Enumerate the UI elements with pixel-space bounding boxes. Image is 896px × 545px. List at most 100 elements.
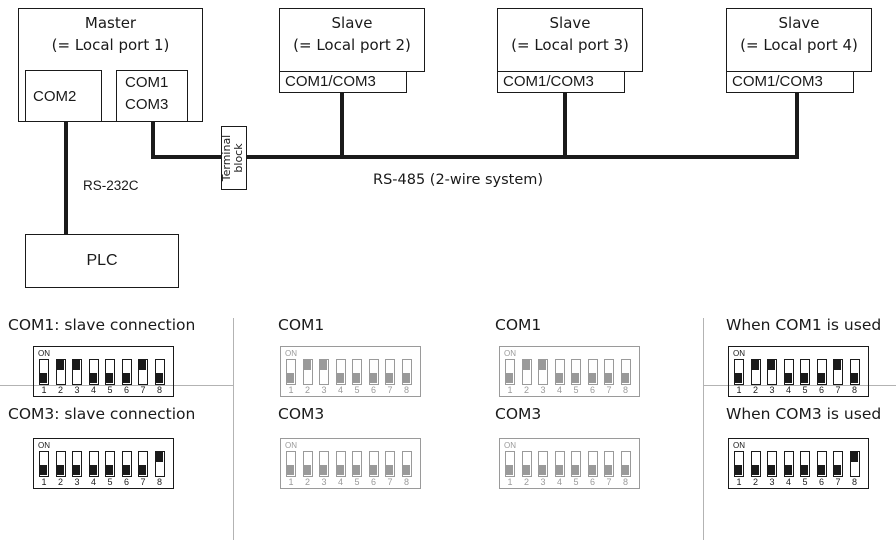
dip-switch-number: 7 bbox=[606, 385, 612, 395]
dip-switch-knob-down bbox=[139, 465, 147, 476]
dip-switch-number: 8 bbox=[622, 477, 628, 487]
dip-switch-8 bbox=[849, 359, 860, 385]
dip-switch-number: 1 bbox=[288, 385, 294, 395]
dip-switch-7 bbox=[833, 451, 843, 477]
dip-switch-knob-down bbox=[89, 465, 97, 476]
slave-3-port-label: COM1/COM3 bbox=[503, 73, 594, 90]
divider-horizontal-right bbox=[703, 385, 896, 386]
dip-switch-knob-down bbox=[40, 465, 48, 476]
dip-switch-knob-down bbox=[303, 465, 311, 476]
dip-switch-number: 8 bbox=[156, 385, 162, 395]
divider-horizontal-left bbox=[0, 385, 233, 386]
master-com1-com3-port bbox=[116, 70, 188, 122]
dip-switch-knob-down bbox=[40, 373, 48, 384]
dip-switch-knob-down bbox=[402, 465, 410, 476]
terminal-block-label: Terminal block bbox=[220, 126, 247, 190]
dip-switch-number: 2 bbox=[57, 477, 63, 487]
dip-on-label: ON bbox=[38, 349, 50, 358]
dip-on-label: ON bbox=[504, 441, 516, 450]
dip-switch-knob-down bbox=[73, 465, 81, 476]
dip-switch-knob-down bbox=[784, 465, 792, 476]
dip-switch-knob-down bbox=[572, 465, 580, 476]
dip-switch-number: 7 bbox=[835, 385, 841, 395]
dip-switch-2 bbox=[521, 359, 532, 385]
rs485-label: RS-485 (2-wire system) bbox=[373, 172, 544, 188]
dip-switch-2 bbox=[55, 451, 66, 477]
dip-switch-1 bbox=[734, 451, 744, 477]
dip-switch-number: 3 bbox=[540, 385, 546, 395]
slave-node-4 bbox=[726, 8, 872, 72]
dip-switch-6 bbox=[587, 359, 598, 385]
dip-switch-number: 4 bbox=[785, 477, 791, 487]
dip-switch-number: 3 bbox=[321, 385, 327, 395]
dip-switch-number: 5 bbox=[573, 385, 579, 395]
dip-switch-5 bbox=[352, 451, 362, 477]
dip-switch-knob-down bbox=[353, 465, 361, 476]
rs485-bus-left bbox=[151, 155, 221, 159]
dip-switch-number: 5 bbox=[573, 477, 579, 487]
dip-switch-knob-down bbox=[784, 373, 792, 384]
col1-top-title: COM1: slave connection bbox=[8, 316, 196, 334]
dip-switch-number: 5 bbox=[802, 385, 808, 395]
dip-switch-number: 3 bbox=[769, 477, 775, 487]
slave-2-port-label: COM1/COM3 bbox=[285, 73, 376, 90]
dip-switch-knob-up bbox=[320, 360, 328, 370]
dip-switch-2 bbox=[750, 359, 761, 385]
dip-switch-knob-down bbox=[588, 373, 596, 384]
dip-switch-8 bbox=[620, 451, 631, 477]
dip-switch-number: 4 bbox=[785, 385, 791, 395]
dip-switch-knob-down bbox=[369, 465, 377, 476]
dip-switch-knob-down bbox=[287, 465, 295, 476]
dip-switch-knob-down bbox=[801, 373, 809, 384]
dip-switch-number: 6 bbox=[818, 385, 824, 395]
dip-switch-2 bbox=[521, 451, 532, 477]
dip-switch-3 bbox=[538, 359, 548, 385]
dip-switch-number: 4 bbox=[337, 477, 343, 487]
dip-switch-knob-up bbox=[303, 360, 311, 370]
dip-on-label: ON bbox=[285, 441, 297, 450]
slave-node-2 bbox=[279, 8, 425, 72]
dip-switch-number: 8 bbox=[851, 477, 857, 487]
dip-switch-knob-down bbox=[56, 465, 64, 476]
dip-switch-knob-down bbox=[801, 465, 809, 476]
dip-switch-number: 1 bbox=[736, 477, 742, 487]
rs232-cable bbox=[64, 122, 68, 234]
dip-switch-number: 8 bbox=[403, 477, 409, 487]
dip-switch-2 bbox=[55, 359, 66, 385]
dip-switch-7 bbox=[604, 451, 614, 477]
dip-switch-3 bbox=[767, 451, 777, 477]
dip-switch-7 bbox=[604, 359, 614, 385]
dip-switch-7 bbox=[138, 359, 148, 385]
dip-switch-8 bbox=[154, 359, 165, 385]
dip-switch-number: 3 bbox=[74, 385, 80, 395]
dip-switch-7 bbox=[385, 451, 395, 477]
master-title: Master bbox=[84, 14, 137, 32]
dip-switch-knob-down bbox=[122, 373, 130, 384]
dip-switch-knob-down bbox=[735, 465, 743, 476]
rs485-drop-slave-3 bbox=[563, 93, 567, 159]
dip-switch-4 bbox=[335, 451, 346, 477]
dip-switch-4 bbox=[88, 451, 99, 477]
dip-switch-1 bbox=[286, 451, 296, 477]
dip-switch-number: 3 bbox=[540, 477, 546, 487]
terminal-block-label-line2: block bbox=[232, 143, 245, 173]
dip-switch-8 bbox=[849, 451, 860, 477]
dip-switch-number: 1 bbox=[41, 385, 47, 395]
dip-switch-number: 7 bbox=[835, 477, 841, 487]
dip-switch-2 bbox=[302, 451, 313, 477]
dip-switch-knob-down bbox=[834, 465, 842, 476]
dip-switch-knob-down bbox=[522, 465, 530, 476]
dip-on-label: ON bbox=[733, 349, 745, 358]
slave-4-subtitle: (= Local port 4) bbox=[740, 36, 858, 54]
slave-2-title: Slave bbox=[331, 14, 373, 32]
dip-switch-knob-up bbox=[751, 360, 759, 370]
dip-switch-knob-down bbox=[572, 373, 580, 384]
dip-switch-knob-down bbox=[817, 373, 825, 384]
slave-3-subtitle: (= Local port 3) bbox=[511, 36, 629, 54]
dip-switch-7 bbox=[833, 359, 843, 385]
dip-switch-4 bbox=[783, 359, 794, 385]
dip-switch-knob-up bbox=[139, 360, 147, 370]
plc-label: PLC bbox=[86, 252, 118, 269]
